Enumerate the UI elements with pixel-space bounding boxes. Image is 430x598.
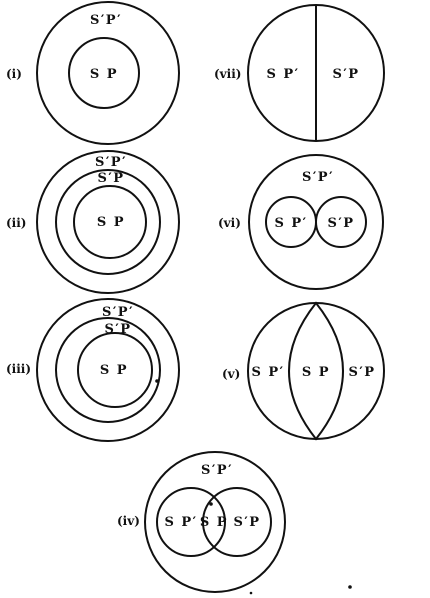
- diagram-ii-middle-label: S′P: [97, 171, 124, 186]
- diagram-vi-right-circle: [315, 196, 367, 248]
- diagram-vii-left-label: S P′: [266, 67, 299, 82]
- diagram-vi: (vi) S′P′ S P′ S′P: [218, 154, 384, 290]
- diagram-vi-label: (vi): [218, 216, 241, 230]
- diagram-ii-middle-circle: [55, 169, 161, 275]
- diagram-ii-outer-circle: [36, 150, 180, 294]
- diagram-iv-right-circle: [202, 487, 272, 557]
- diagram-i: (i) S′P′ S P: [6, 1, 180, 145]
- diagram-ii: (ii) S′P′ S′P S P: [6, 150, 180, 294]
- diagram-vi-outer-label: S′P′: [302, 170, 334, 185]
- diagram-iv-left-label: S P′: [164, 515, 197, 530]
- diagram-i-label: (i): [6, 67, 22, 81]
- diagram-iii-dot: [155, 379, 159, 383]
- diagram-iv-outer-circle: [144, 451, 286, 593]
- diagram-v: (v) S P′ S P S′P: [222, 301, 385, 441]
- diagram-iii-outer-circle: [36, 298, 180, 442]
- diagram-ii-label: (ii): [6, 216, 26, 230]
- diagram-i-outer-circle: [36, 1, 180, 145]
- diagram-vii-label: (vii): [214, 67, 241, 81]
- diagram-iv-right-label: S′P: [233, 515, 260, 530]
- diagram-v-left-label: S P′: [251, 365, 284, 380]
- diagram-iii-label: (iii): [6, 362, 31, 376]
- diagram-iv-dot: [209, 502, 213, 506]
- diagram-ii-inner-label: S P: [97, 215, 125, 230]
- diagram-v-label: (v): [222, 367, 240, 381]
- diagram-iv-overlap-label: S P: [200, 515, 228, 530]
- diagram-ii-outer-label: S′P′: [95, 155, 127, 170]
- diagram-vi-left-label: S P′: [274, 216, 307, 231]
- diagram-iii: (iii) S′P′ S′P S P: [6, 298, 180, 442]
- diagram-iii-outer-label: S′P′: [102, 305, 134, 320]
- diagram-vii: (vii) S P′ S′P: [214, 4, 385, 142]
- diagram-v-center-label: S P: [302, 365, 330, 380]
- diagram-iii-inner-circle: [77, 332, 153, 408]
- diagram-iii-middle-label: S′P: [104, 322, 131, 337]
- diagram-iv-label: (iv): [117, 514, 140, 528]
- diagram-iv: (iv) S′P′ S P′ S P S′P: [117, 451, 286, 593]
- diagram-v-right-label: S′P: [348, 365, 375, 380]
- diagram-iv-left-circle: [156, 487, 226, 557]
- diagram-iv-outer-label: S′P′: [201, 463, 233, 478]
- diagram-vi-right-label: S′P: [327, 216, 354, 231]
- diagram-i-inner-circle: [68, 37, 140, 109]
- diagram-ii-inner-circle: [73, 185, 147, 259]
- stray-dot-left: [249, 591, 253, 595]
- diagram-iii-middle-circle: [55, 317, 161, 423]
- diagram-iii-inner-label: S P: [100, 363, 128, 378]
- diagram-v-lens: [288, 301, 344, 441]
- diagram-i-outer-label: S′P′: [90, 13, 122, 28]
- diagram-i-inner-label: S P: [90, 67, 118, 82]
- diagram-vii-right-label: S′P: [332, 67, 359, 82]
- stray-dot-right: [348, 585, 352, 589]
- diagram-vi-outer-circle: [248, 154, 384, 290]
